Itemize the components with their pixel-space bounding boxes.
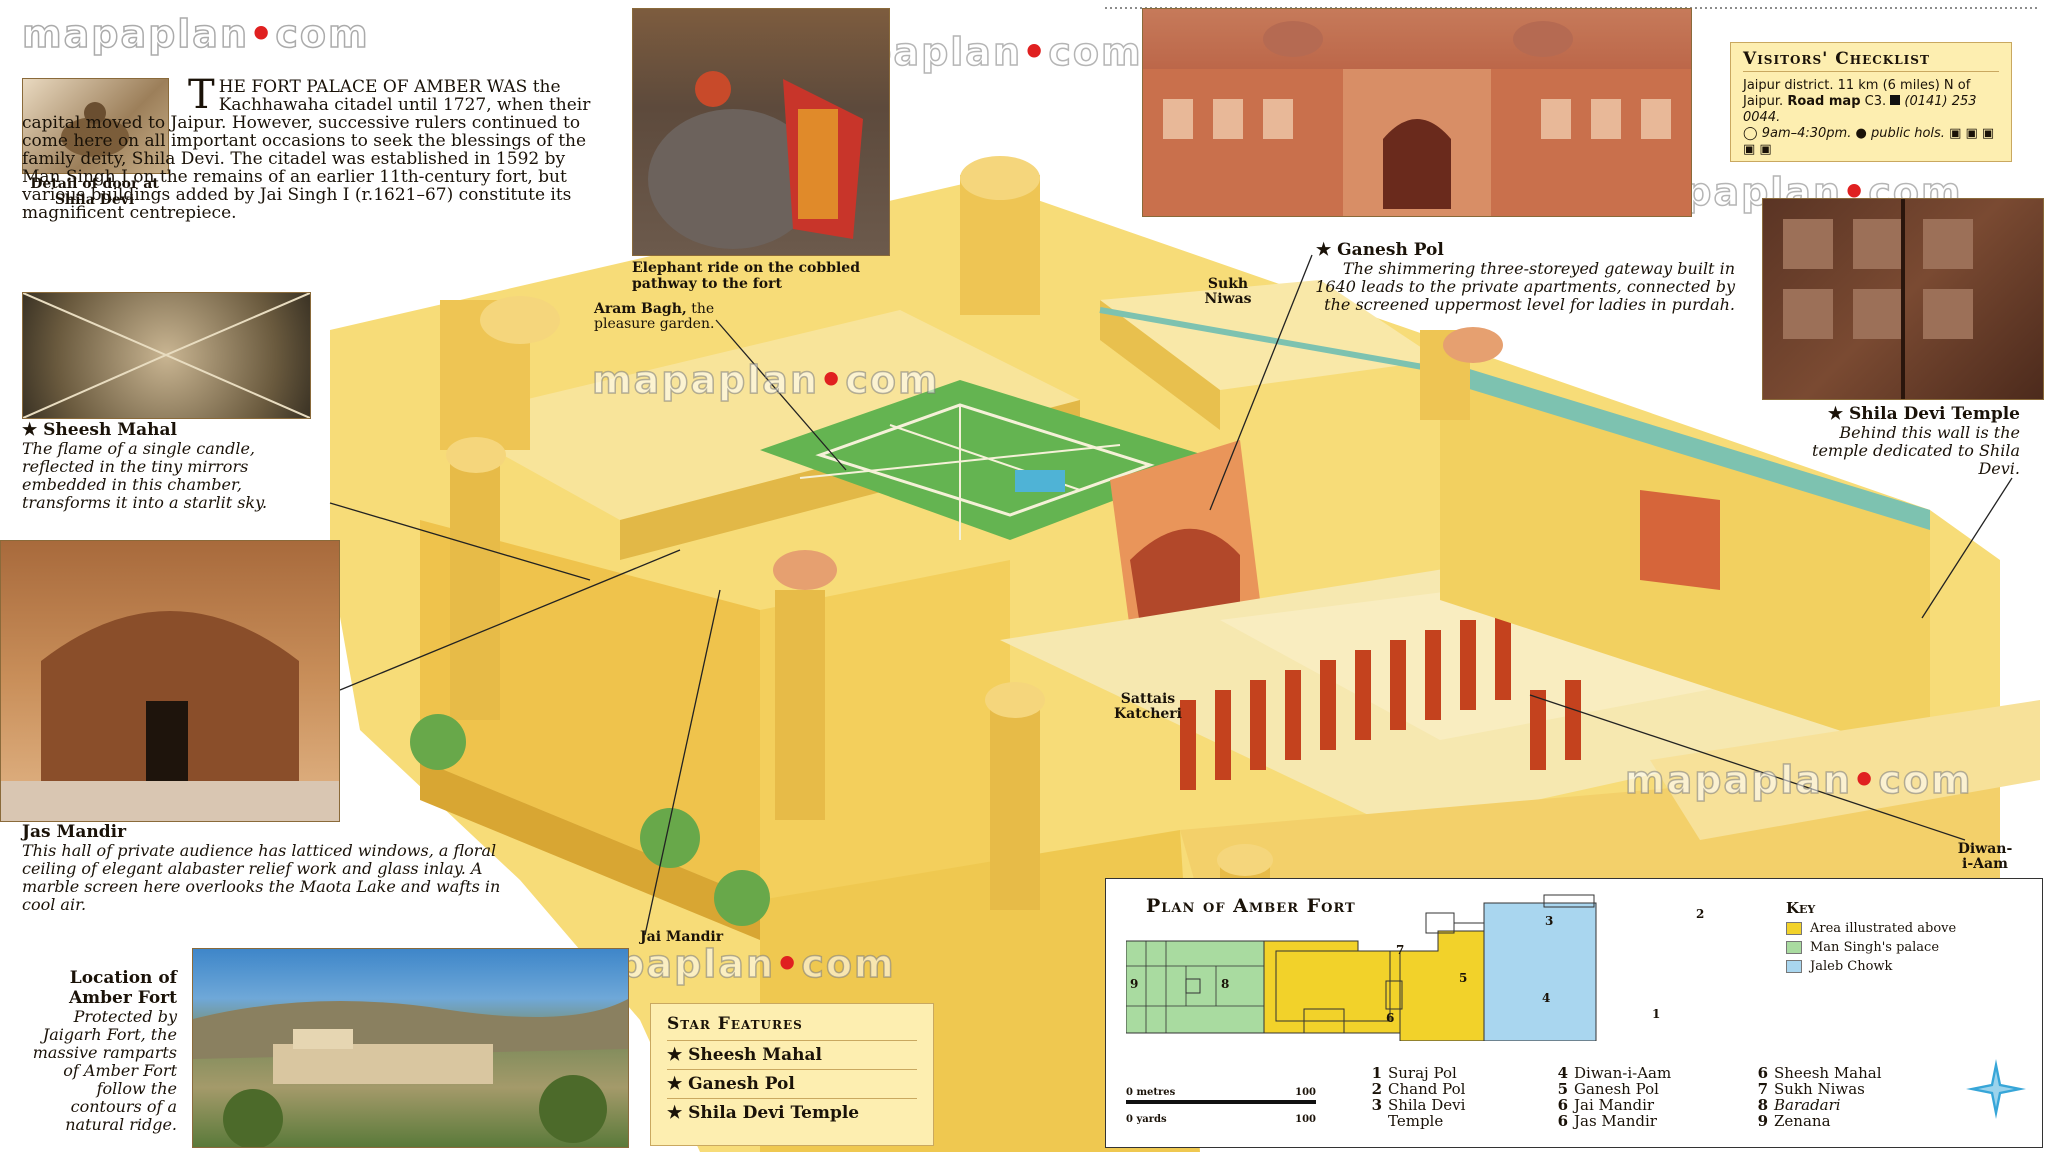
location-title: Location of Amber Fort [68,968,177,1008]
plan-panel: Plan of Amber Fort 1 2 3 4 5 6 7 8 9 0 m… [1105,878,2043,1148]
watermark: mapaplan•com [21,11,370,57]
plan-number: 1 [1652,1007,1661,1021]
plan-number: 7 [1396,943,1405,957]
sheesh-mahal-note: ★ Sheesh Mahal The flame of a single can… [22,420,332,512]
diwan-pillars [1180,610,1581,790]
location-photo [192,948,629,1148]
checklist-line2: Jaipur. Road map C3. (0141) 253 0044. [1743,94,1977,125]
ganesh-pol-title: ★ Ganesh Pol [1316,240,1444,260]
plan-diagram [1126,894,1597,1041]
plan-number: 5 [1459,971,1468,985]
key-title: Key [1786,899,1816,917]
star-feature-item: ★ Ganesh Pol [667,1069,917,1098]
jas-mandir-note: Jas Mandir This hall of private audience… [22,822,522,914]
star-feature-item: ★ Shila Devi Temple [667,1098,917,1127]
jas-mandir-title: Jas Mandir [22,822,127,842]
plan-number: 4 [1542,991,1551,1005]
star-features: Star Features ★ Sheesh Mahal ★ Ganesh Po… [650,1003,934,1146]
sheesh-mahal-text: The flame of a single candle, reflected … [22,439,268,512]
key-item: Man Singh's palace [1786,940,2026,955]
compass-rose-icon [1966,1059,2026,1119]
elephant-caption: Elephant ride on the cobbled pathway to … [632,260,860,292]
jas-mandir-photo [0,540,340,822]
door-detail-photo [22,78,169,174]
location-text: Protected by Jaigarh Fort, the massive r… [32,1007,177,1134]
location-note: Location of Amber Fort Protected by Jaig… [22,968,177,1134]
phone-icon [1890,95,1901,105]
plan-title: Plan of Amber Fort [1146,895,1356,917]
checklist-line1: Jaipur district. 11 km (6 miles) N of [1743,78,1971,93]
shila-devi-door-photo [1762,198,2044,400]
shila-devi-note: ★ Shila Devi Temple Behind this wall is … [1790,404,2020,478]
fort-towers [440,156,1503,1060]
watermark: mapaplan•com [1624,757,1973,803]
plan-number: 6 [1386,1011,1395,1025]
facility-icons: ▣ ▣ ▣ ▣ ▣ [1743,126,1995,157]
plan-number: 2 [1696,907,1705,921]
aram-bagh-label: Aram Bagh, the pleasure garden. [594,301,715,332]
key-item: Area illustrated above [1786,921,2026,936]
jas-mandir-text: This hall of private audience has lattic… [22,841,501,914]
star-feature-item: ★ Sheesh Mahal [667,1040,917,1069]
door-detail-caption: Detail of door at Shila Devi [30,176,159,208]
star-features-title: Star Features [667,1014,803,1034]
sheesh-mahal-photo [22,292,311,419]
sheesh-mahal-title: ★ Sheesh Mahal [22,420,177,440]
leader-lines [329,254,2013,936]
shila-devi-text: Behind this wall is the temple dedicated… [1812,423,2020,478]
elephant-photo [632,8,890,256]
plan-number: 9 [1130,977,1139,991]
key-swatch [1786,941,1802,954]
clock-icon: ◯ [1743,126,1758,141]
visitors-checklist: Visitors' Checklist Jaipur district. 11 … [1730,42,2012,162]
amber-palace-photo [1142,8,1692,217]
plan-number: 8 [1221,977,1230,991]
key-swatch [1786,960,1802,973]
key-swatch [1786,922,1802,935]
watermark: mapaplan•com [591,357,940,403]
plan-number: 3 [1545,914,1554,928]
key-item: Jaleb Chowk [1786,959,2026,974]
plan-key: Key Area illustrated above Man Singh's p… [1786,899,2026,978]
diwan-i-aam-label: Diwan-i-Aam [1957,841,2013,872]
sattais-katcheri-label: Sattais Katcheri [1113,691,1182,722]
ganesh-pol-note: ★ Ganesh Pol The shimmering three-storey… [1305,240,1735,314]
checklist-title: Visitors' Checklist [1743,51,1999,72]
checklist-line3: ◯ 9am–4:30pm. ● public hols. ▣ ▣ ▣ ▣ ▣ [1743,126,1995,157]
closed-icon: ● [1855,126,1867,141]
jai-mandir-label: Jai Mandir [640,929,724,945]
shila-devi-title: ★ Shila Devi Temple [1827,404,2020,424]
ganesh-pol-text: The shimmering three-storeyed gateway bu… [1315,259,1735,314]
sukh-niwas-label: Sukh Niwas [1204,276,1252,307]
